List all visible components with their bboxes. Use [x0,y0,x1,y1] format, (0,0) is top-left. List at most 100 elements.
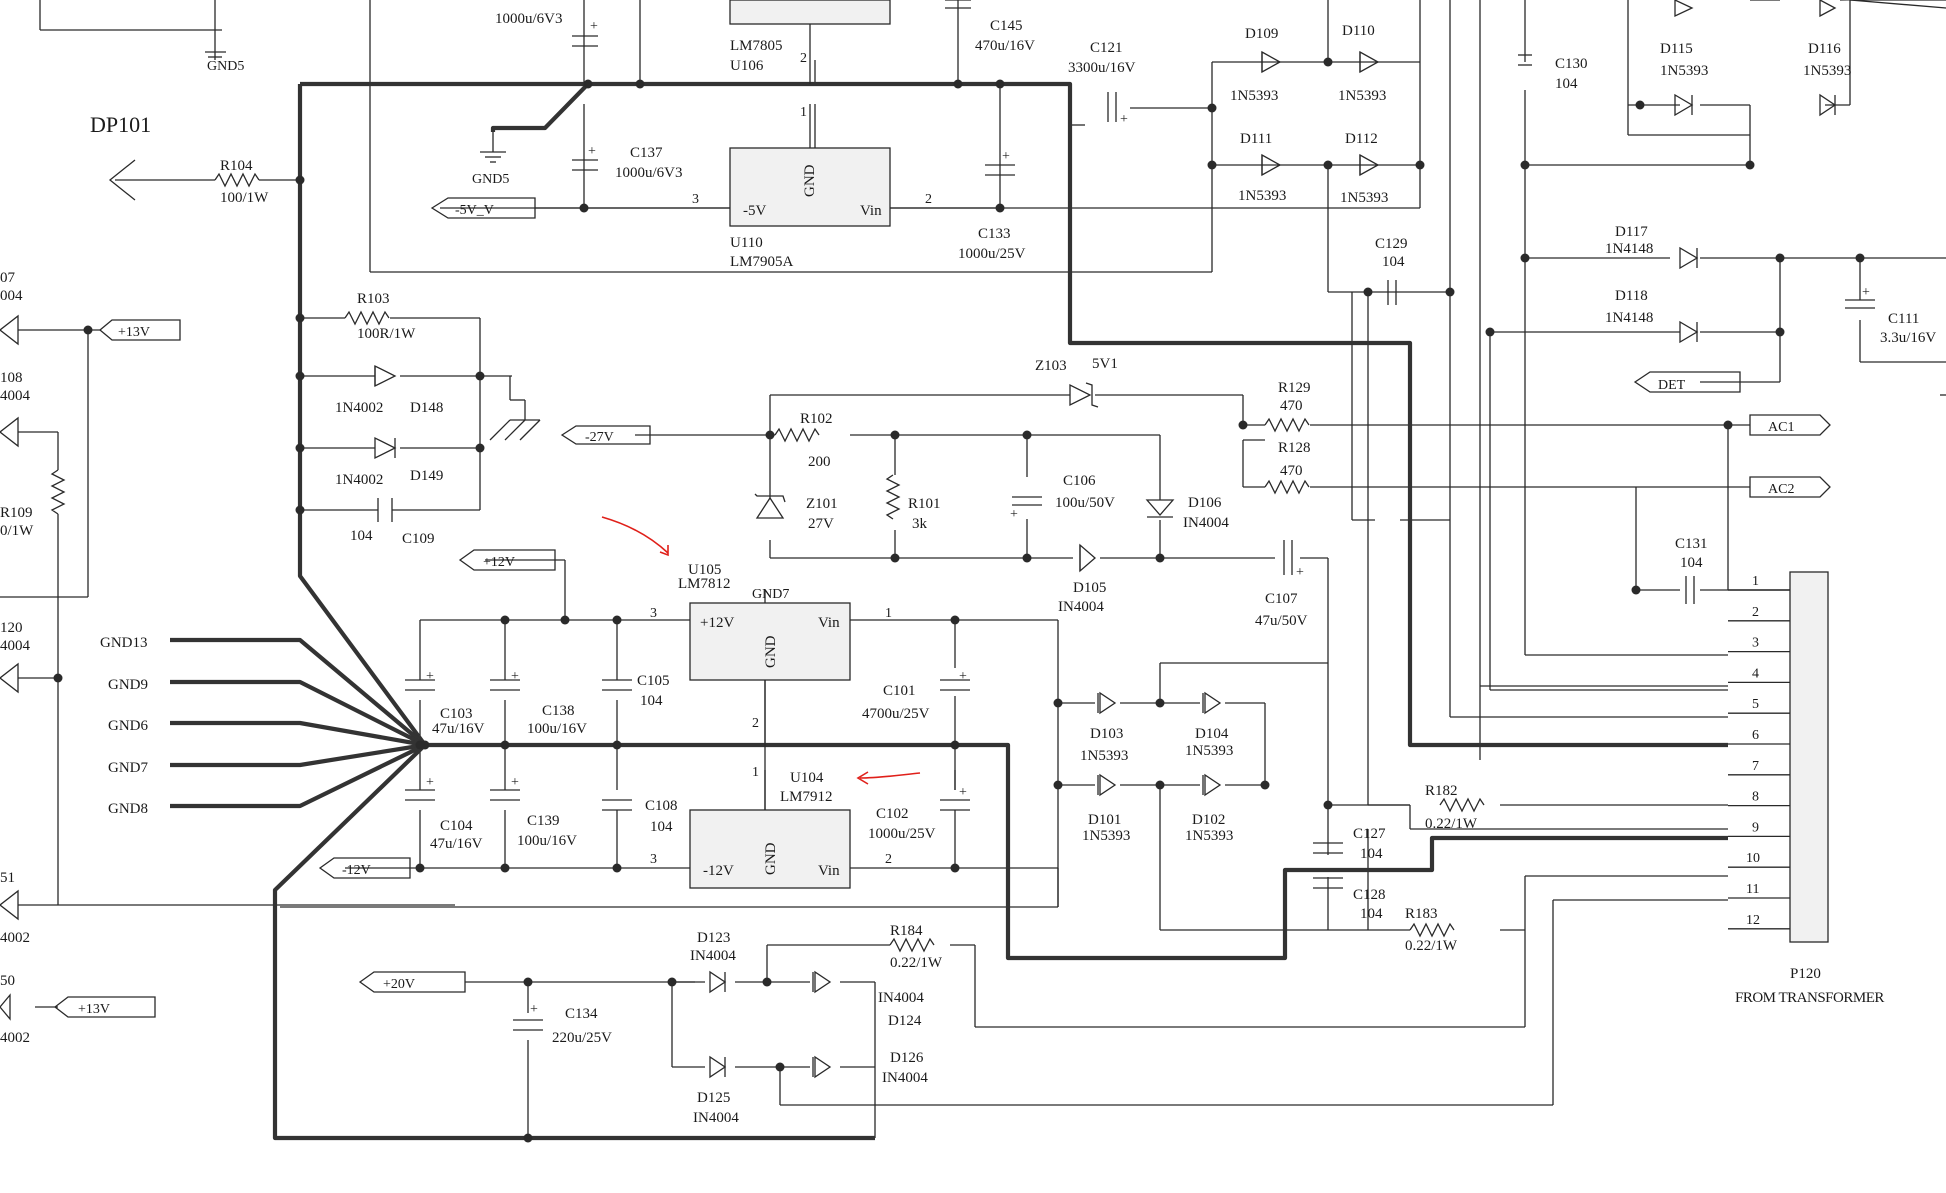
dp101-label: DP101 [90,112,151,137]
svg-text:GND7: GND7 [108,760,148,776]
u110-block [729,147,891,227]
svg-text:IN4004: IN4004 [882,1070,928,1086]
svg-text:1: 1 [752,765,759,780]
svg-text:+: + [588,144,596,159]
svg-text:D116: D116 [1808,41,1841,57]
svg-text:AC2: AC2 [1768,482,1794,497]
svg-text:D124: D124 [888,1013,922,1029]
svg-text:-12V: -12V [703,863,734,879]
p120-pin-10: 10 [1746,851,1760,866]
svg-text:104: 104 [1680,555,1703,571]
svg-text:Z101: Z101 [806,496,838,512]
u105-block [689,602,851,681]
svg-text:-12V: -12V [342,863,371,878]
svg-text:+: + [590,19,598,34]
svg-text:1N5393: 1N5393 [1803,63,1851,79]
u104-block [689,809,851,889]
svg-text:100R/1W: 100R/1W [357,326,416,342]
svg-text:2: 2 [925,192,932,207]
resistors [51,173,1485,952]
svg-text:R109: R109 [0,505,33,521]
svg-text:1N5393: 1N5393 [1340,190,1388,206]
svg-text:1N5393: 1N5393 [1185,828,1233,844]
p120-pin-5: 5 [1752,697,1759,712]
svg-text:+: + [1120,112,1128,127]
svg-text:D125: D125 [697,1090,730,1106]
svg-text:2: 2 [752,716,759,731]
svg-text:4004: 4004 [0,388,31,404]
svg-text:+12V: +12V [483,555,515,570]
svg-text:100/1W: 100/1W [220,190,269,206]
svg-text:D118: D118 [1615,288,1648,304]
svg-text:1N5393: 1N5393 [1082,828,1130,844]
svg-text:C103: C103 [440,706,473,722]
p120-pin-11: 11 [1746,882,1759,897]
svg-text:1N5393: 1N5393 [1230,88,1278,104]
svg-text:U104: U104 [790,770,824,786]
ic-blocks [689,0,1829,943]
svg-text:C102: C102 [876,806,909,822]
p120-pin-2: 2 [1752,605,1759,620]
left-edge-labels: 07 004 108 4004 R109 0/1W 120 4004 51 40… [0,270,34,1046]
svg-text:1: 1 [800,105,807,120]
svg-text:C131: C131 [1675,536,1708,552]
svg-text:104: 104 [1382,254,1405,270]
svg-text:P120: P120 [1790,966,1821,982]
svg-text:1N5393: 1N5393 [1238,188,1286,204]
svg-text:D112: D112 [1345,131,1378,147]
svg-text:D117: D117 [1615,224,1648,240]
svg-text:1N5393: 1N5393 [1185,743,1233,759]
svg-text:470u/16V: 470u/16V [975,38,1035,54]
net-labels: -5V_V +13V -27V +12V -12V +20V +13V DET … [78,203,1794,1017]
svg-text:R101: R101 [908,496,941,512]
svg-text:R103: R103 [357,291,390,307]
svg-text:LM7905A: LM7905A [730,254,794,270]
svg-text:FROM TRANSFORMER: FROM TRANSFORMER [1735,990,1884,1006]
svg-text:51: 51 [0,870,15,886]
svg-text:Z103: Z103 [1035,358,1067,374]
svg-text:3: 3 [692,192,699,207]
svg-text:+: + [1002,149,1010,164]
svg-text:004: 004 [0,288,23,304]
svg-text:+: + [959,669,967,684]
p120-pin-4: 4 [1752,666,1759,681]
svg-text:GND: GND [763,842,779,875]
svg-text:C106: C106 [1063,473,1096,489]
svg-text:D148: D148 [410,400,443,416]
p120-connector [1789,571,1829,943]
svg-text:D109: D109 [1245,26,1278,42]
svg-text:-5V: -5V [743,203,766,219]
svg-text:50: 50 [0,973,15,989]
svg-text:GND7: GND7 [752,587,789,602]
ground-bus [170,81,1728,1141]
svg-text:C108: C108 [645,798,678,814]
svg-text:GND9: GND9 [108,677,148,693]
misc-symbols [108,0,1875,441]
svg-text:47u/16V: 47u/16V [430,836,483,852]
svg-text:104: 104 [640,693,663,709]
svg-text:GND5: GND5 [472,172,509,187]
svg-text:LM7812: LM7812 [678,576,731,592]
svg-text:+: + [1862,285,1870,300]
svg-text:1000u/25V: 1000u/25V [958,246,1026,262]
svg-text:GND13: GND13 [100,635,148,651]
svg-text:LM7805: LM7805 [730,38,783,54]
thin-wires [0,0,1946,1138]
svg-text:GND: GND [802,164,818,197]
svg-text:1000u/6V3: 1000u/6V3 [495,11,563,27]
svg-text:4004: 4004 [0,638,31,654]
svg-text:C134: C134 [565,1006,598,1022]
svg-text:IN4004: IN4004 [690,948,736,964]
svg-text:C145: C145 [990,18,1023,34]
diodes [0,0,1837,1079]
svg-text:D126: D126 [890,1050,924,1066]
svg-text:-5V_V: -5V_V [455,203,494,218]
svg-text:2: 2 [885,852,892,867]
svg-text:3.3u/16V: 3.3u/16V [1880,330,1936,346]
svg-text:104: 104 [1360,846,1383,862]
svg-text:07: 07 [0,270,16,286]
svg-text:1N4148: 1N4148 [1605,241,1653,257]
svg-text:D101: D101 [1088,812,1121,828]
